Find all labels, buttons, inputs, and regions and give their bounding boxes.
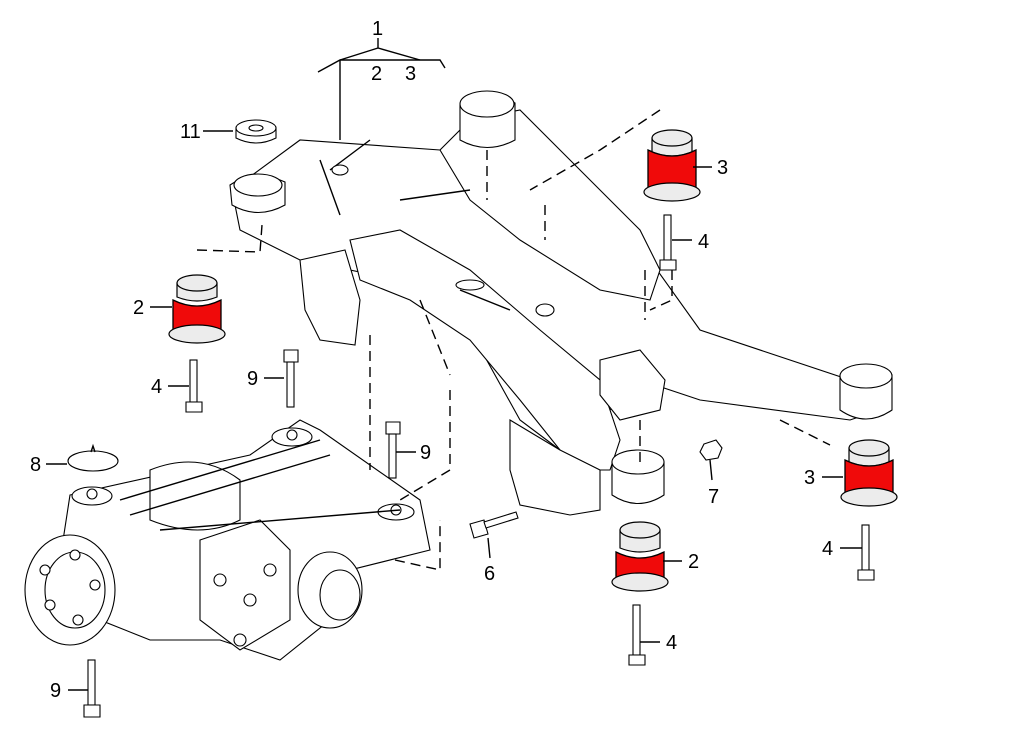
nut-7: [699, 439, 723, 461]
bolt-top-right: [659, 214, 677, 271]
assembly-lines: [196, 109, 831, 571]
rear-subframe: [229, 90, 893, 516]
callout-11: 11: [180, 121, 201, 143]
bushing-left: [168, 274, 226, 344]
callout-8: 8: [30, 454, 41, 476]
callout-4-left: 4: [151, 376, 162, 398]
callout-3-right: 3: [804, 467, 815, 489]
bolt-6: [469, 511, 519, 539]
callout-9-bottom: 9: [50, 680, 61, 702]
bushing-center: [611, 521, 669, 592]
callout-3-top: 3: [405, 63, 416, 85]
callout-2-center: 2: [688, 551, 699, 573]
rear-differential: [24, 419, 431, 661]
callout-2-top: 2: [371, 63, 382, 85]
bolt-right: [857, 524, 875, 581]
callout-2-left: 2: [133, 297, 144, 319]
bolt-9-bottom: [83, 659, 101, 718]
bolt-9-center: [385, 421, 401, 479]
callout-6: 6: [484, 563, 495, 585]
callout-7: 7: [708, 486, 719, 508]
callout-9-left: 9: [247, 368, 258, 390]
callout-1: 1: [372, 18, 383, 40]
callout-4-right: 4: [822, 538, 833, 560]
callout-4-top-right: 4: [698, 231, 709, 253]
leader-lines: [46, 38, 862, 691]
bushing-right: [840, 439, 898, 507]
callout-3-top-right: 3: [717, 157, 728, 179]
bolt-9-left: [283, 349, 299, 408]
bolt-left: [185, 359, 203, 413]
bushing-top-right: [643, 129, 701, 202]
callout-labels: 1 2 3 11 3 4 2 4 9 8 9 7 3 4 2 6 4 9: [30, 18, 833, 702]
callout-9-center: 9: [420, 442, 431, 464]
washer-part-11: [235, 119, 277, 144]
cap-part-8: [67, 443, 119, 472]
callout-4-center: 4: [666, 632, 677, 654]
bolt-center: [628, 604, 646, 666]
